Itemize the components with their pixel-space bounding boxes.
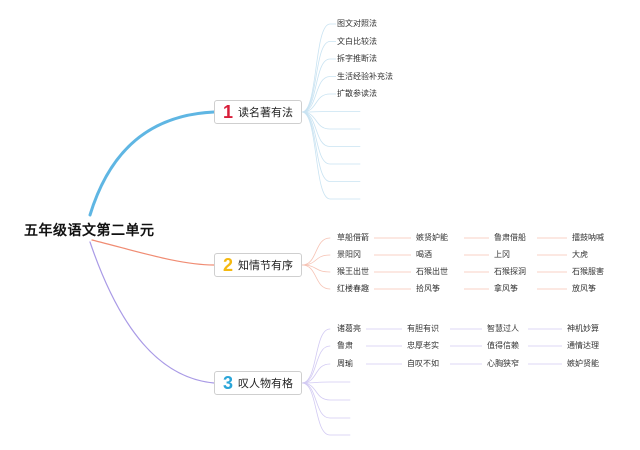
branch-3-box[interactable]: 3 叹人物有格: [214, 371, 302, 395]
branch-2-cell[interactable]: 上冈: [493, 250, 511, 260]
branch-2-spoke: [301, 254, 331, 266]
branch-3-number: 3: [223, 372, 234, 393]
branch-3-spoke: [301, 363, 331, 384]
branch-2-label: 知情节有序: [238, 259, 294, 272]
branch-2-spoke: [301, 237, 331, 266]
branch-2-connector: [91, 239, 215, 266]
branch-1-item[interactable]: 生活经验补充法: [336, 71, 394, 82]
branch-2-cell[interactable]: 放风筝: [571, 284, 597, 294]
branch-1-spoke: [301, 76, 361, 113]
branch-3-spoke: [301, 328, 331, 384]
branch-1-item[interactable]: 文白比较法: [336, 36, 378, 47]
branch-1-item[interactable]: 扩散参读法: [336, 89, 378, 99]
branch-3-empty-spoke: [301, 382, 351, 401]
branch-2-cell[interactable]: 拿风筝: [493, 284, 519, 294]
branch-2-cell[interactable]: 草船借箭: [336, 233, 370, 243]
branch-1-spoke: [301, 111, 361, 147]
branch-3-cell[interactable]: 诸葛亮: [336, 324, 362, 334]
branch-1-label: 读名著有法: [238, 106, 294, 119]
branch-1-item[interactable]: 图文对照法: [336, 19, 378, 29]
branch-3-cell[interactable]: 值得信赖: [486, 341, 520, 351]
branch-3-spoke: [301, 345, 331, 384]
branch-1-spoke: [301, 41, 361, 113]
branch-3-cell[interactable]: 自叹不如: [406, 359, 440, 369]
branch-2-cell[interactable]: 石猴探洞: [493, 267, 527, 277]
branch-1-box[interactable]: 1 读名著有法: [214, 100, 302, 124]
branch-3-cell[interactable]: 鲁肃: [336, 341, 354, 351]
branch-2-cell[interactable]: 红楼春趣: [336, 284, 370, 294]
branch-1-connector: [88, 110, 216, 217]
branch-1-number: 1: [223, 101, 234, 122]
branch-3-connector: [89, 241, 215, 384]
branch-3-cell[interactable]: 智慧过人: [486, 324, 520, 334]
branch-2-cell[interactable]: 嫉贤妒能: [415, 233, 449, 243]
branch-2-cell[interactable]: 石猴出世: [415, 267, 449, 277]
branch-2-cell[interactable]: 猴王出世: [336, 267, 370, 277]
branch-3-cell[interactable]: 周瑜: [336, 359, 354, 369]
branch-1-spoke: [301, 111, 361, 200]
branch-2-cell[interactable]: 鲁肃借船: [493, 233, 527, 243]
branch-2-number: 2: [223, 254, 234, 275]
branch-2-cell[interactable]: 景阳冈: [336, 250, 362, 260]
branch-3-label: 叹人物有格: [238, 377, 294, 390]
branch-1-item[interactable]: 拆字推断法: [336, 54, 378, 64]
branch-2-cell[interactable]: 拾风筝: [415, 284, 441, 294]
branch-1-spoke: [301, 111, 361, 165]
branch-3-cell[interactable]: 有胆有识: [406, 324, 440, 334]
branch-3-cell[interactable]: 嫉妒贤能: [566, 359, 600, 369]
branch-3-cell[interactable]: 心胸狭窄: [486, 359, 520, 369]
branch-3-cell[interactable]: 神机妙算: [566, 324, 600, 334]
branch-3-cell[interactable]: 通情达理: [566, 341, 600, 351]
branch-1-spoke: [301, 111, 361, 113]
branch-2-spoke: [301, 264, 331, 290]
branch-2-cell[interactable]: 石猴服害: [571, 267, 605, 277]
branch-2-box[interactable]: 2 知情节有序: [214, 253, 302, 277]
branch-3-cell[interactable]: 忠厚老实: [406, 341, 440, 351]
branch-1-spoke: [301, 58, 361, 113]
branch-3-empty-spoke: [301, 381, 351, 384]
branch-2-cell[interactable]: 擂鼓呐喊: [571, 233, 605, 243]
branch-3-empty-spoke: [301, 382, 351, 419]
root-topic[interactable]: 五年级语文第二单元: [24, 223, 155, 239]
branch-2-cell[interactable]: 喝酒: [415, 250, 433, 260]
branch-1-spoke: [301, 93, 361, 113]
branch-2-cell[interactable]: 大虎: [571, 250, 589, 260]
branch-3-empty-spoke: [301, 382, 351, 436]
